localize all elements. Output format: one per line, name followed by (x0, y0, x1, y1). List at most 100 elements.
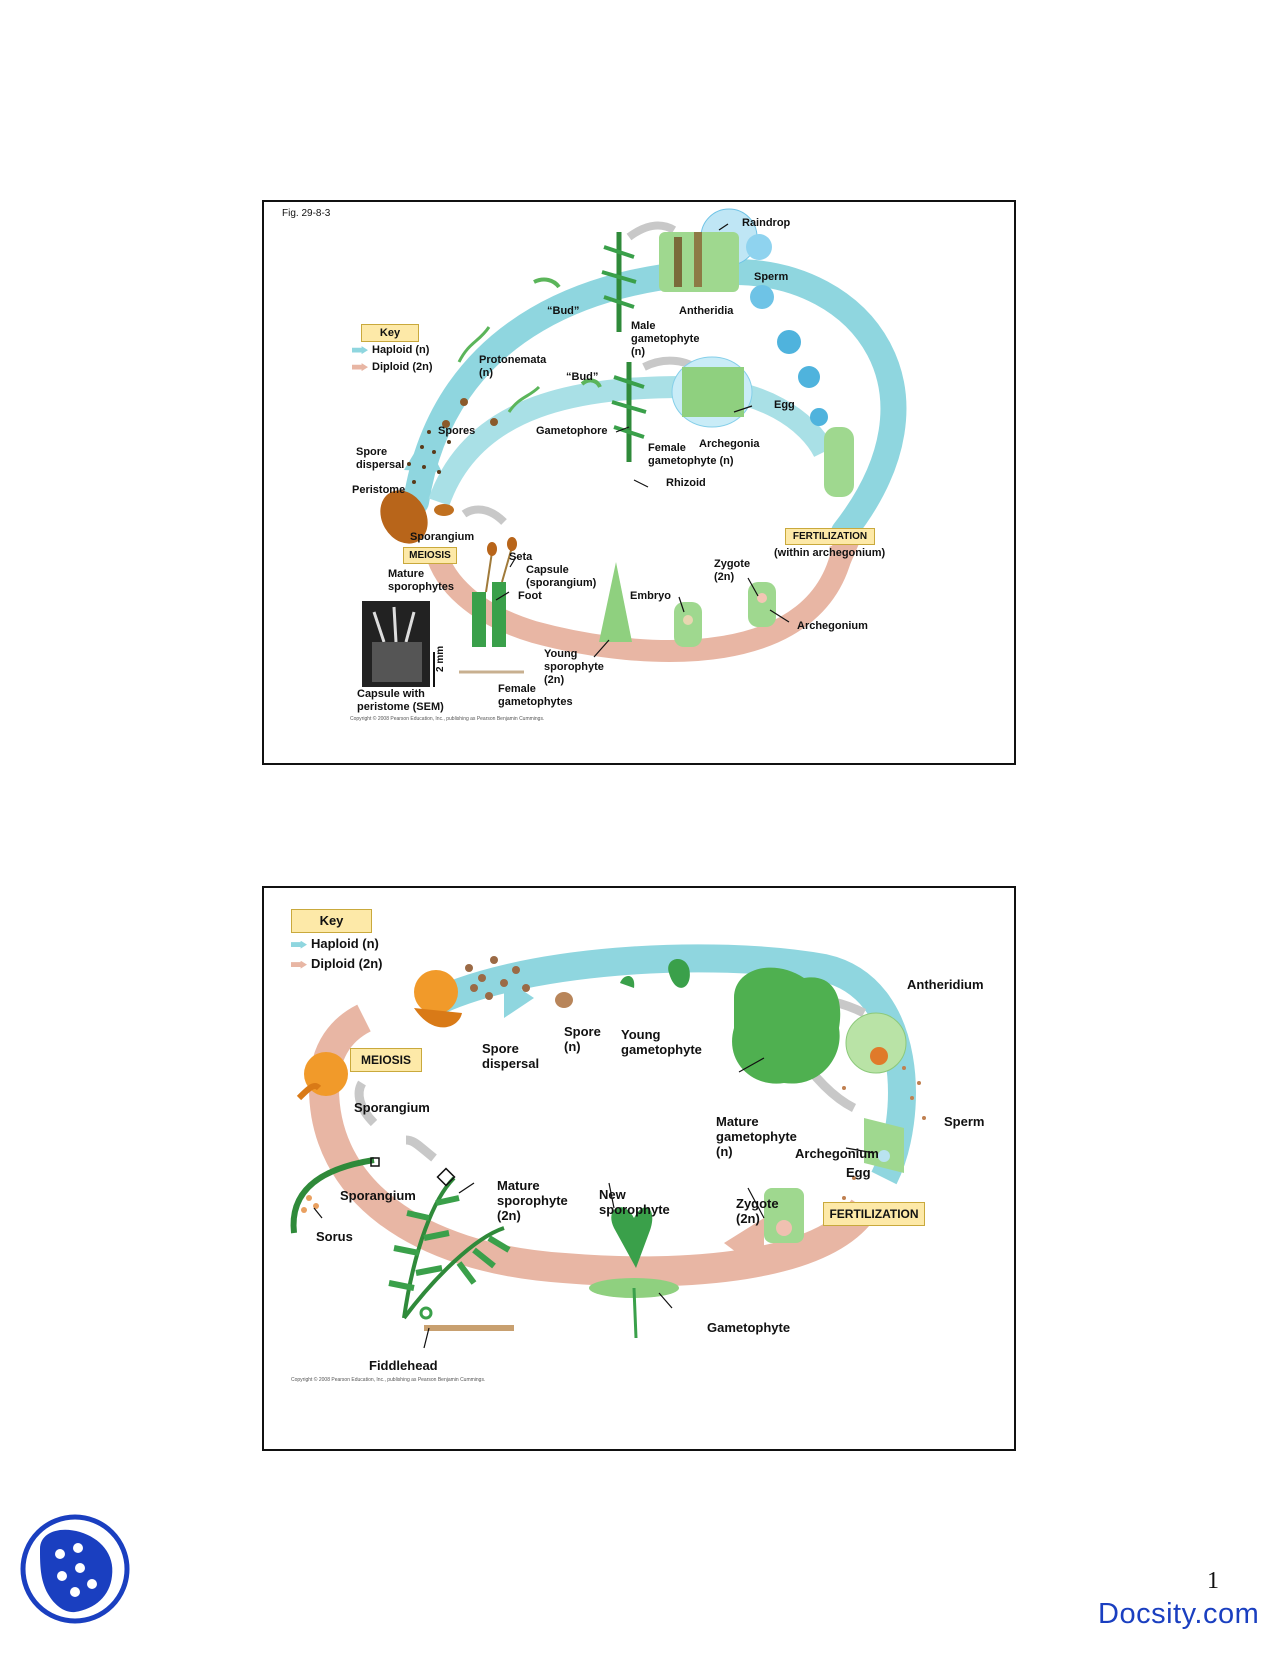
peristome-capsule (380, 490, 428, 544)
key-diploid-row: Diploid (2n) (352, 361, 433, 373)
seta-label: Seta (509, 551, 533, 563)
sporophyte-marker (436, 1167, 456, 1187)
key-title: Key (361, 324, 419, 342)
zygote-label: Zygote (2n) (736, 1196, 779, 1226)
fertilization-archegonium (824, 427, 854, 497)
spore-icon (460, 398, 468, 406)
spores-label: Spores (438, 425, 476, 437)
mature-sporophyte-label: Mature sporophyte (2n) (497, 1178, 568, 1223)
zygote-archegonium (748, 582, 776, 627)
spore-label: Spore (n) (564, 1024, 601, 1054)
spore-icon (442, 420, 450, 428)
mature-gametophyte-label: Mature gametophyte (n) (716, 1114, 797, 1159)
key-haploid-row: Haploid (n) (291, 936, 379, 951)
sperm-drop-icon (810, 408, 828, 426)
zygote-archegonium (764, 1188, 804, 1243)
grey-arrow-sporangium (354, 1080, 378, 1127)
mature-sporophytes-label: Mature sporophytes (388, 568, 455, 593)
sperm-drop-icon (798, 366, 820, 388)
young-sporophyte-icon (599, 562, 632, 642)
new-sporophyte-icon (611, 1207, 653, 1268)
embryo-icon (683, 615, 693, 625)
haploid-arrow (417, 944, 916, 1185)
haploid-arrowhead (504, 978, 534, 1018)
protonema-icon (507, 385, 541, 413)
moss-life-cycle-figure: Fig. 29-8-3 Key Haploid (n) Diploid (2n)… (262, 200, 1016, 765)
sperm-drop-icon (750, 285, 774, 309)
pinna-leaf (290, 1157, 375, 1234)
gametophore-label: Gametophore (536, 425, 608, 437)
capsule-with-peristome-label: Capsule with peristome (SEM) (357, 688, 444, 713)
haploid-arrow-icon (352, 346, 368, 355)
within-archegonium-label: (within archegonium) (774, 547, 886, 559)
antheridia-label: Antheridia (679, 305, 734, 317)
brand-link[interactable]: Docsity.com (1098, 1598, 1260, 1630)
leader-lines (495, 223, 790, 658)
haploid-arrow-icon (291, 940, 307, 949)
young-gametophyte-icon (668, 958, 690, 988)
sperm-drop-icon (777, 330, 801, 354)
key-haploid-row: Haploid (n) (352, 344, 429, 356)
raindrop-label: Raindrop (742, 217, 791, 229)
capsule-icon (507, 537, 517, 551)
copyright-text: Copyright © 2008 Pearson Education, Inc.… (350, 716, 545, 722)
young-gametophyte-label: Young gametophyte (621, 1027, 702, 1057)
haploid-arrowhead-up (404, 437, 442, 472)
capsule-label: Capsule (sporangium) (526, 564, 597, 589)
sorus-dots (301, 1195, 319, 1213)
mature-sporophyte-frond (402, 1176, 456, 1319)
rhizoid-label: Rhizoid (666, 477, 706, 489)
sorus-label: Sorus (316, 1229, 353, 1244)
young-sporophyte-label: Young sporophyte (2n) (544, 648, 604, 686)
grey-arrow-sporophyte (405, 1135, 437, 1162)
sporangium-icon (434, 504, 454, 516)
scale-label: 2 mm (435, 645, 446, 672)
female-gametophyte-label: Female gametophyte (n) (648, 442, 734, 467)
bud-top-label: “Bud” (547, 305, 580, 317)
protonemata-label: Protonemata (n) (479, 354, 547, 379)
docsity-logo[interactable] (20, 1514, 130, 1624)
figure-label: Fig. 29-8-3 (282, 208, 331, 219)
meiosis-box: MEIOSIS (350, 1048, 422, 1072)
meiosis-box: MEIOSIS (403, 547, 457, 564)
sporangium-icon (414, 970, 458, 1014)
foot-label: Foot (518, 590, 542, 602)
fertilization-box: FERTILIZATION (785, 528, 875, 545)
grey-arrow-sporangium (461, 505, 507, 525)
diploid-arrow-icon (352, 363, 368, 372)
sporangium-marker (370, 1157, 380, 1167)
seta-stalk (485, 546, 513, 593)
mature-sporophyte-shoot (472, 582, 506, 647)
leader-lines (313, 1057, 875, 1349)
male-gametophyte-label: Male gametophyte (n) (631, 320, 700, 358)
mature-gametophyte (732, 967, 841, 1084)
haploid-outer-arrow (403, 258, 907, 545)
egg-label: Egg (774, 399, 795, 411)
antheridium-label: Antheridium (907, 977, 984, 992)
dispersal-spores (407, 430, 451, 484)
archegonia-label: Archegonia (699, 438, 760, 450)
female-gametophytes-label: Female gametophytes (498, 683, 573, 708)
sperm-drop-icon (746, 234, 772, 260)
archegonium-label: Archegonium (795, 1146, 879, 1161)
young-gametophyte-icon (620, 976, 635, 988)
bud-mid-label: “Bud” (566, 371, 599, 383)
zygote-label: Zygote (2n) (714, 558, 751, 583)
egg-icon (878, 1150, 890, 1162)
open-sporangium-icon (414, 1008, 462, 1028)
sporangium-top-label: Sporangium (354, 1100, 430, 1115)
bud-icon (580, 378, 602, 388)
embryo-label: Embryo (630, 590, 671, 602)
egg-label: Egg (846, 1165, 871, 1180)
diploid-arrow-icon (291, 960, 307, 969)
spore-icon (490, 418, 498, 426)
fern-life-cycle-figure: Key Haploid (n) Diploid (2n) Antheridium… (262, 886, 1016, 1451)
peristome-label: Peristome (352, 484, 406, 496)
moss-cycle-diagram (362, 208, 907, 687)
antheridium-icon (845, 1012, 907, 1074)
zygote-icon (757, 593, 767, 603)
fiddlehead-icon (419, 1306, 433, 1320)
fertilization-box: FERTILIZATION (823, 1202, 925, 1226)
archegonium-label: Archegonium (797, 620, 868, 632)
dispersal-spores (465, 956, 530, 1000)
